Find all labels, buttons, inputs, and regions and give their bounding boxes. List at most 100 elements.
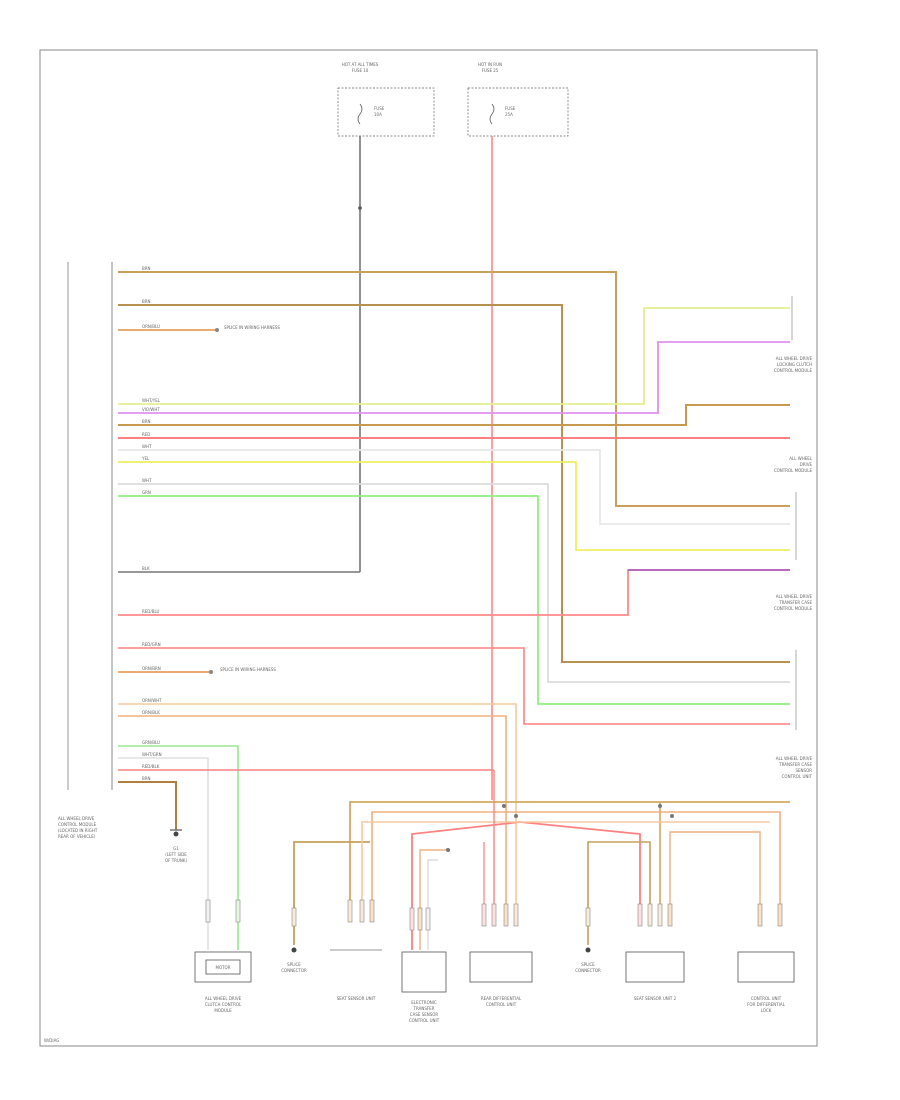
stub-13 (513, 903, 519, 927)
wire-w5 (118, 341, 790, 414)
ground-label-2: (LEFT SIDE (165, 852, 187, 857)
unit-clutch-motor-label: MOTOR (216, 965, 231, 970)
wire-w1 (118, 271, 790, 507)
ground-symbol: G1 (LEFT SIDE OF TRUNK) (165, 829, 187, 863)
unit-sp1-label-2: CONNECTOR (281, 968, 307, 973)
unit-clutch-label-2: CLUTCH CONTROL (205, 1002, 242, 1007)
unit-elec-label-3: CASE SENSOR (410, 1012, 439, 1017)
right-unit-3-label-4: CONTROL UNIT (782, 774, 813, 779)
wire-label-w20: RED/BLK (142, 764, 160, 769)
unit-ctrl-label-3: LOCK (761, 1008, 772, 1013)
bus-brown (349, 801, 790, 920)
stub-8 (417, 907, 423, 931)
main-module-connector: ALL WHEEL DRIVE CONTROL MODULE (LOCATED … (58, 262, 113, 839)
fuse-a-title-2: FUSE 10 (352, 68, 369, 73)
page-reference: W/DIAG (44, 1038, 59, 1043)
bus-orange-3 (669, 831, 761, 920)
bus-splice-1 (502, 804, 506, 808)
fuse-box-b: HOT IN RUN FUSE 25 FUSE 25A (467, 62, 569, 137)
fuse-a-enclosure (337, 87, 435, 137)
wire-w6 (118, 404, 790, 426)
module-label-3: (LOCATED IN RIGHT (58, 828, 98, 833)
connector-stubs (205, 899, 783, 931)
wire-label-w5: VIO/WHT (142, 407, 160, 412)
splice-dot-a (215, 328, 219, 332)
unit-sens2-box (625, 951, 685, 983)
fuse-a-label-1: FUSE (374, 106, 385, 111)
wire-w2 (118, 304, 790, 663)
wire-w11 (118, 495, 790, 705)
stub-15 (637, 903, 643, 927)
fuse-box-a: HOT AT ALL TIMES FUSE 10 FUSE 10A (337, 62, 435, 137)
unit-ctrl-label-1: CONTROL UNIT (751, 996, 782, 1001)
stub-16 (647, 903, 653, 927)
stub-2 (235, 899, 241, 923)
wire-label-w6: BRN (142, 419, 151, 424)
unit-sp2-label-1: SPLICE (581, 962, 595, 967)
unit-sens2-label-1: SEAT SENSOR UNIT 2 (634, 996, 677, 1001)
bus-orange-white (361, 821, 770, 920)
right-unit-2-label-3: CONTROL MODULE (774, 606, 813, 611)
bottom-wiring (293, 770, 790, 950)
right-unit-2-label-1: ALL WHEEL DRIVE (776, 594, 813, 599)
wire-label-w12: BLK (142, 566, 150, 571)
unit-sp1-dot (291, 947, 297, 953)
wire-w21 (118, 781, 177, 830)
fuse-a-symbol (357, 103, 363, 125)
wire-w14 (118, 647, 790, 725)
stub-12 (503, 903, 509, 927)
unit-sp2-label-2: CONNECTOR (575, 968, 601, 973)
wire-label-w13: RED/BLU (142, 609, 160, 614)
right-unit-2-label-2: TRANSFER CASE (778, 600, 812, 605)
stub-17 (657, 903, 663, 927)
wire-label-w11: GRN (142, 490, 151, 495)
bus-splice-5 (446, 848, 450, 852)
stub-4 (347, 899, 353, 923)
wire-w10 (118, 483, 790, 683)
fuse-b-label-2: 25A (505, 112, 513, 117)
wire-label-w1: BRN (142, 266, 151, 271)
stub-19 (757, 903, 763, 927)
bus-splice-2 (514, 814, 518, 818)
ground-label-1: G1 (173, 846, 179, 851)
wire-w16 (118, 703, 517, 920)
unit-elec-label-4: CONTROL UNIT (409, 1018, 440, 1023)
fuse-b-enclosure (467, 87, 569, 137)
splice-dot-b (209, 670, 213, 674)
right-unit-1-label-1: ALL WHEEL (789, 456, 812, 461)
stub-9 (425, 907, 431, 931)
splice-label-b-1: SPLICE IN WIRING HARNESS (220, 667, 276, 672)
fuse-a-title-1: HOT AT ALL TIMES (342, 62, 379, 67)
wire-label-w9: YEL (141, 456, 150, 461)
unit-clutch-label-3: MODULE (214, 1008, 232, 1013)
module-label-4: REAR OF VEHICLE) (58, 834, 96, 839)
bus-brown-2 (293, 841, 370, 945)
unit-elec-label-1: ELECTRONIC (411, 1000, 437, 1005)
right-unit-1-label-3: CONTROL MODULE (774, 468, 813, 473)
wire-label-w3: ORN/BLU (142, 324, 160, 329)
fuse-b-label-1: FUSE (505, 106, 516, 111)
bus-orange-2 (419, 849, 450, 950)
unit-sens1-label-1: SEAT SENSOR UNIT (337, 996, 376, 1001)
wire-label-w19: WHT/GRN (142, 752, 162, 757)
wire-w4 (118, 307, 790, 405)
wire-label-w21: BRN (142, 776, 151, 781)
stub-3 (291, 907, 297, 927)
unit-clutch-motor (205, 959, 241, 975)
wire-label-w10: WHT (142, 478, 152, 483)
unit-rear-label-2: CONTROL UNIT (486, 1002, 517, 1007)
module-label-1: ALL WHEEL DRIVE (58, 816, 95, 821)
unit-rear-box (469, 951, 533, 983)
wire-w18 (118, 745, 239, 950)
ground-label-3: OF TRUNK) (165, 858, 187, 863)
fuse-b-title-2: FUSE 25 (482, 68, 499, 73)
right-units: ALL WHEEL DRIVE LOCKING CLUTCH CONTROL M… (774, 296, 813, 779)
wire-w19 (118, 757, 209, 950)
stub-11 (491, 903, 497, 927)
unit-clutch-label-1: ALL WHEEL DRIVE (205, 996, 242, 1001)
stub-14 (585, 907, 591, 927)
bus-brown-4 (587, 841, 651, 945)
wire-label-w2: BRN (142, 299, 151, 304)
